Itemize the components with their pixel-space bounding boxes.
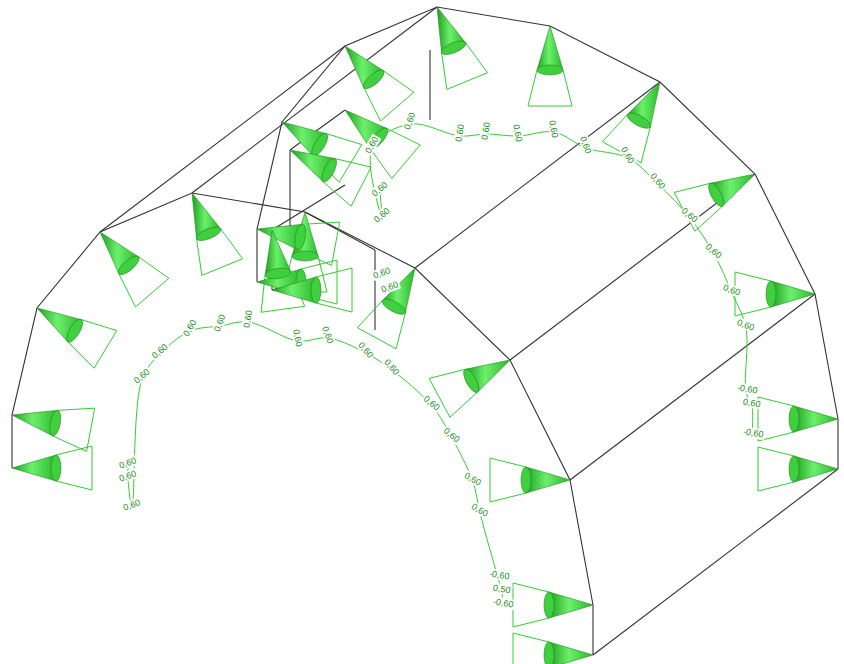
load-value: 0,60 (479, 121, 492, 142)
purlin-line (100, 46, 345, 232)
load-value: 0,60 (121, 497, 143, 513)
cone-base (544, 592, 554, 618)
load-value: 0,50 (491, 582, 512, 595)
cone-base (51, 455, 61, 481)
load-value: 0,60 (547, 119, 560, 140)
load-cone (292, 212, 318, 256)
load-cone (537, 26, 563, 70)
load-cone (12, 455, 56, 481)
load-value: -0,60 (735, 382, 759, 396)
load-leader (513, 583, 549, 627)
load-value: 0,60 (648, 170, 668, 191)
bay-line (429, 50, 430, 120)
load-value: 0,60 (679, 205, 700, 225)
load-value: 0,60 (453, 123, 466, 144)
load-value: 0,60 (703, 241, 724, 261)
purlin-line (192, 7, 437, 193)
load-value: 0,60 (149, 341, 170, 361)
load-leader (490, 458, 526, 502)
cone-base (319, 156, 340, 184)
load-arrows (12, 7, 838, 664)
load-leader (528, 70, 572, 106)
load-leader (56, 446, 92, 490)
load-value: 0,60 (721, 282, 743, 298)
cone-base (311, 277, 321, 303)
load-value: -0,60 (741, 426, 765, 440)
cone-base (116, 253, 142, 278)
load-value: 0,60 (421, 393, 442, 413)
load-value: 0,60 (469, 501, 491, 519)
cone-base (48, 409, 63, 436)
load-cone (526, 467, 570, 493)
load-value: 0,60 (382, 356, 402, 377)
cone-base (544, 642, 554, 664)
load-value: 0,60 (619, 144, 637, 166)
cone-base (195, 224, 223, 243)
bay-line (374, 250, 375, 330)
cone-base (64, 317, 86, 344)
load-value: 0,60 (131, 366, 152, 386)
load-leader (316, 268, 352, 312)
load-leader (513, 633, 549, 664)
load-value: 0,60 (578, 134, 594, 156)
cone-base (537, 65, 563, 75)
cone-base (380, 296, 408, 317)
load-arc (370, 124, 753, 436)
load-cone (794, 406, 838, 432)
load-value: 0,60 (212, 312, 228, 334)
load-cone (794, 456, 838, 482)
load-value: 0,60 (741, 396, 762, 409)
load-value: 0,60 (371, 205, 392, 225)
purlin-line (510, 174, 755, 360)
load-value: 0,60 (356, 339, 376, 360)
load-value: 0,60 (402, 110, 418, 132)
cone-base (789, 456, 799, 482)
load-cone (549, 592, 593, 618)
purlin-line (415, 82, 660, 268)
frame-lines (12, 7, 838, 655)
back-frame (257, 7, 838, 469)
load-value: 0,60 (462, 470, 484, 488)
cone-base (461, 367, 482, 395)
cone-base (264, 267, 291, 280)
load-value: 0,60 (181, 317, 199, 339)
load-value: 0,60 (241, 309, 254, 330)
cone-base (706, 181, 727, 209)
load-value: -0,60 (487, 568, 511, 582)
front-frame (12, 193, 593, 655)
load-value: -0,60 (491, 596, 515, 610)
bay-line (305, 212, 375, 250)
load-leaders (53, 43, 794, 664)
cone-base (440, 38, 468, 57)
cone-base (361, 67, 387, 92)
load-cone (272, 277, 316, 303)
cone-base (766, 281, 776, 307)
load-cone (549, 642, 593, 664)
load-value: 0,60 (441, 425, 462, 445)
load-value: 0,60 (735, 317, 757, 333)
load-value: 0,60 (291, 328, 304, 349)
load-value: 0,60 (371, 265, 393, 281)
cone-base (292, 251, 318, 261)
cone-base (789, 406, 799, 432)
load-leader (758, 447, 794, 491)
load-arc (128, 322, 502, 606)
cone-base (293, 223, 308, 250)
purlin-line (593, 469, 838, 655)
load-value: 0,60 (320, 324, 336, 346)
bay-line (289, 150, 290, 230)
load-cone (771, 281, 815, 307)
load-value: 0,60 (511, 123, 524, 144)
cone-base (625, 110, 653, 131)
cone-base (521, 467, 531, 493)
